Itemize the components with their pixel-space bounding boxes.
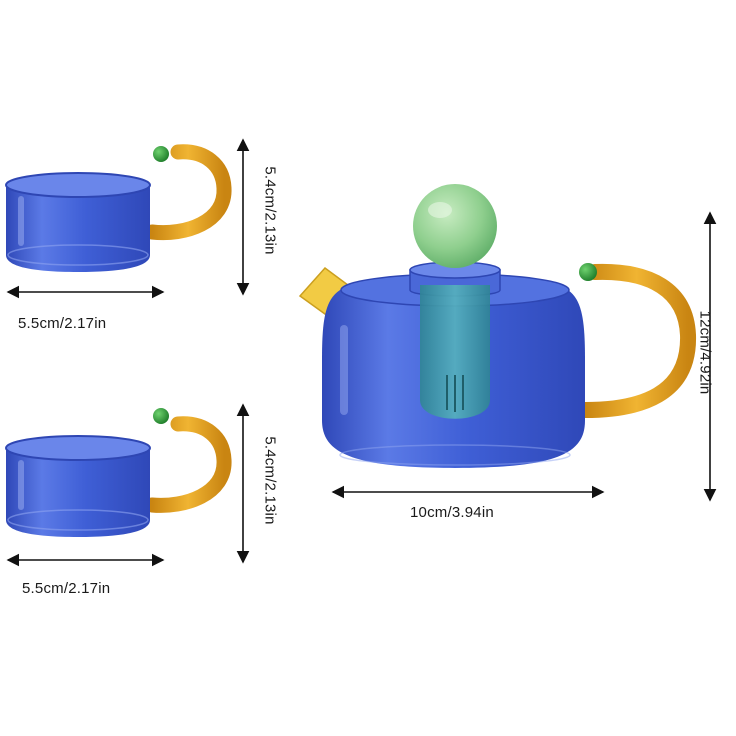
cup-bottom-knob bbox=[153, 408, 169, 424]
cup-top-handle bbox=[144, 144, 232, 241]
dimension-lines bbox=[6, 138, 717, 567]
cup-top bbox=[5, 144, 232, 272]
teapot bbox=[298, 184, 697, 468]
cup-top-body bbox=[6, 185, 150, 272]
cup-bottom-handle bbox=[144, 416, 232, 513]
teapot-infuser bbox=[420, 285, 490, 419]
teapot-lid bbox=[413, 184, 497, 268]
cup-top-height-label: 5.4cm/2.13in bbox=[261, 166, 279, 255]
cup-bottom-rim bbox=[5, 435, 151, 461]
cup-bottom bbox=[5, 408, 232, 537]
teapot-handle bbox=[577, 263, 697, 418]
cup-bottom-width-label: 5.5cm/2.17in bbox=[22, 580, 111, 597]
teapot-width-label: 10cm/3.94in bbox=[410, 504, 494, 521]
cup-bottom-height-label: 5.4cm/2.13in bbox=[261, 436, 279, 525]
teapot-height-label: 12cm/4.92in bbox=[696, 310, 714, 395]
teapot-handle-knob bbox=[579, 263, 597, 281]
cup-top-width-label: 5.5cm/2.17in bbox=[18, 315, 107, 332]
cup-bottom-body bbox=[6, 448, 150, 537]
cup-top-rim bbox=[5, 172, 151, 198]
cup-top-knob bbox=[153, 146, 169, 162]
